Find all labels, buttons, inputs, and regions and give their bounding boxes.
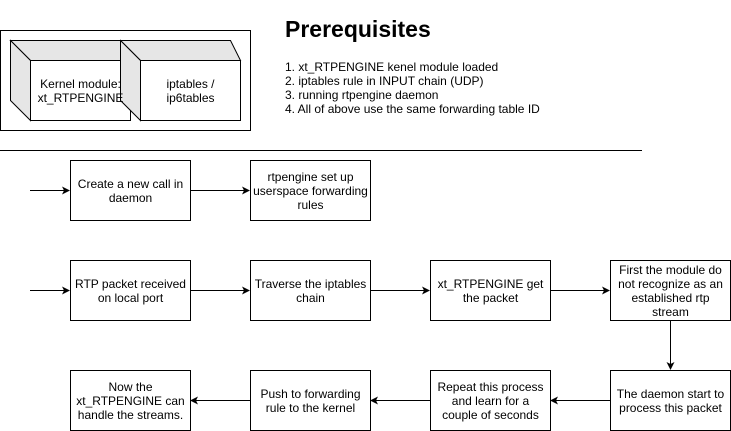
repeat-box: Repeat this process and learn for a coup… [430, 370, 551, 431]
kernel-module-cube [9, 39, 132, 122]
kernel-module-label-line1: Kernel module: [40, 76, 121, 91]
iptables-label-line2: ip6tables [166, 90, 215, 105]
kernel-module-label: Kernel module: xt_RTPENGINE [31, 61, 130, 120]
iptables-label: iptables / ip6tables [141, 61, 240, 120]
traverse-box: Traverse the iptables chain [250, 260, 371, 321]
prerequisite-item: 1. xt_RTPENGINE kenel module loaded [285, 60, 499, 74]
setup-rules-box: rtpengine set up userspace forwarding ru… [250, 160, 371, 221]
prerequisite-item: 4. All of above use the same forwarding … [285, 102, 540, 116]
rtp-received-box: RTP packet received on local port [70, 260, 191, 321]
page-title: Prerequisites [285, 16, 431, 42]
iptables-cube [119, 39, 242, 122]
iptables-label-line1: iptables / [166, 76, 215, 91]
handle-streams-box: Now the xt_RTPENGINE can handle the stre… [70, 370, 191, 431]
prerequisite-item: 3. running rtpengine daemon [285, 88, 439, 102]
daemon-process-box: The daemon start to process this packet [610, 370, 731, 431]
create-call-box: Create a new call in daemon [70, 160, 191, 221]
push-rule-box: Push to forwarding rule to the kernel [250, 370, 371, 431]
prerequisite-item: 2. iptables rule in INPUT chain (UDP) [285, 74, 484, 88]
prerequisites-list: 1. xt_RTPENGINE kenel module loaded 2. i… [285, 60, 540, 116]
not-recognize-box: First the module do not recognize as an … [610, 260, 731, 321]
get-packet-box: xt_RTPENGINE get the packet [430, 260, 551, 321]
section-divider [0, 150, 642, 151]
kernel-module-label-line2: xt_RTPENGINE [37, 90, 124, 105]
